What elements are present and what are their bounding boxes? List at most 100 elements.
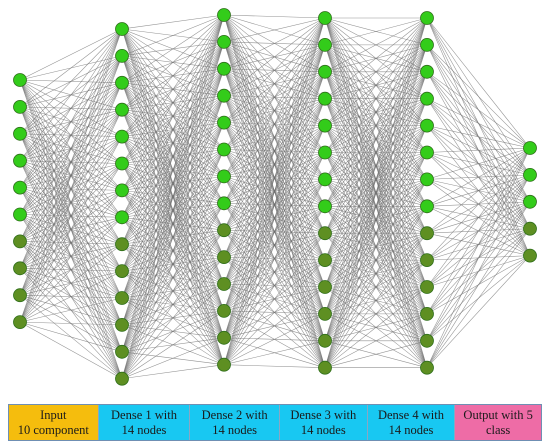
dense1-node bbox=[115, 22, 129, 36]
output-node bbox=[523, 221, 537, 236]
connection-edge bbox=[324, 152, 428, 368]
dense2-node bbox=[217, 330, 231, 345]
connection-edge bbox=[324, 17, 428, 288]
dense1-node bbox=[115, 317, 129, 332]
connection-edge bbox=[19, 217, 123, 323]
connection-edge bbox=[324, 233, 428, 368]
connection-edge bbox=[121, 14, 225, 191]
connection-edge bbox=[223, 17, 326, 204]
connection-edge bbox=[19, 28, 123, 323]
connection-edge bbox=[426, 201, 531, 368]
dense1-node bbox=[115, 371, 129, 386]
connection-edge bbox=[121, 14, 225, 84]
connection-edge bbox=[19, 270, 123, 323]
connection-edge bbox=[121, 364, 225, 379]
dense1-node bbox=[115, 264, 129, 279]
connection-edge bbox=[324, 17, 428, 234]
connection-edge bbox=[19, 28, 123, 269]
connection-edge bbox=[121, 14, 225, 164]
dense3-node bbox=[318, 64, 332, 79]
connection-edge bbox=[19, 28, 123, 215]
connection-edge bbox=[223, 17, 326, 96]
legend-output-layer: Output with 5 class bbox=[455, 405, 541, 440]
dense1-node bbox=[115, 129, 129, 144]
dense4-node bbox=[420, 253, 434, 268]
connection-edge bbox=[426, 147, 531, 153]
connection-edge bbox=[223, 17, 326, 285]
connection-edge bbox=[223, 17, 326, 338]
connection-edge bbox=[223, 364, 326, 368]
connection-edge bbox=[223, 71, 326, 365]
connection-edge bbox=[324, 17, 428, 207]
dense2-node bbox=[217, 88, 231, 103]
connection-edge bbox=[223, 98, 326, 365]
layer-legend: Input 10 component Dense 1 with 14 nodes… bbox=[8, 404, 542, 441]
dense2-node bbox=[217, 223, 231, 238]
dense4-node bbox=[420, 226, 434, 241]
connection-edge bbox=[426, 228, 531, 368]
connection-edge bbox=[324, 206, 428, 368]
dense4-node bbox=[420, 64, 434, 79]
input-node bbox=[13, 180, 27, 195]
connection-edge bbox=[223, 44, 326, 365]
connection-edge bbox=[426, 147, 531, 207]
dense3-node bbox=[318, 226, 332, 241]
connection-edge bbox=[223, 17, 326, 123]
dense2-node bbox=[217, 357, 231, 372]
connection-edge bbox=[324, 71, 428, 368]
connection-edge bbox=[223, 17, 326, 150]
dense3-node bbox=[318, 306, 332, 321]
dense2-node bbox=[217, 115, 231, 130]
connection-edge bbox=[19, 163, 123, 323]
dense4-node bbox=[420, 172, 434, 187]
connection-edge bbox=[426, 147, 531, 261]
connection-edge bbox=[426, 147, 531, 288]
connection-edge bbox=[121, 14, 225, 218]
dense3-node bbox=[318, 360, 332, 375]
connection-edge bbox=[19, 28, 123, 108]
dense3-node bbox=[318, 199, 332, 214]
connection-edge bbox=[324, 179, 428, 368]
dense2-node bbox=[217, 169, 231, 184]
dense1-node bbox=[115, 75, 129, 90]
connection-edge bbox=[223, 17, 326, 70]
connection-edge bbox=[121, 68, 225, 379]
dense4-node bbox=[420, 118, 434, 133]
dense2-node bbox=[217, 277, 231, 291]
connection-edge bbox=[121, 14, 225, 352]
dense4-node bbox=[420, 38, 434, 52]
neural-network-diagram bbox=[13, 8, 537, 386]
dense1-node bbox=[115, 344, 129, 359]
dense2-node bbox=[217, 250, 231, 265]
connection-edge bbox=[426, 125, 531, 149]
connection-edge bbox=[19, 321, 123, 326]
dense4-node bbox=[420, 280, 434, 294]
connection-edge bbox=[426, 147, 531, 368]
dense3-node bbox=[318, 172, 332, 187]
dense3-node bbox=[318, 280, 332, 294]
connection-edge bbox=[223, 17, 326, 231]
dense3-node bbox=[318, 253, 332, 268]
dense1-node bbox=[115, 102, 129, 117]
dense4-node bbox=[420, 145, 434, 160]
connection-edge bbox=[324, 17, 428, 341]
dense2-node bbox=[217, 142, 231, 157]
connection-edge bbox=[19, 190, 123, 323]
connection-edge bbox=[19, 321, 123, 353]
connection-edge bbox=[19, 28, 123, 81]
connection-edge bbox=[426, 147, 531, 180]
input-node bbox=[13, 126, 27, 141]
dense3-node bbox=[318, 333, 332, 348]
connection-edge bbox=[426, 98, 531, 149]
connection-edge bbox=[19, 82, 123, 323]
connection-edge bbox=[223, 17, 326, 43]
input-node bbox=[13, 315, 27, 330]
connection-edge bbox=[223, 14, 326, 19]
connection-edge bbox=[121, 14, 225, 57]
dense4-node bbox=[420, 360, 434, 375]
connection-edge bbox=[19, 136, 123, 323]
connection-edge bbox=[324, 286, 428, 368]
input-node bbox=[13, 207, 27, 222]
connection-edge bbox=[19, 243, 123, 323]
dense4-node bbox=[420, 333, 434, 348]
